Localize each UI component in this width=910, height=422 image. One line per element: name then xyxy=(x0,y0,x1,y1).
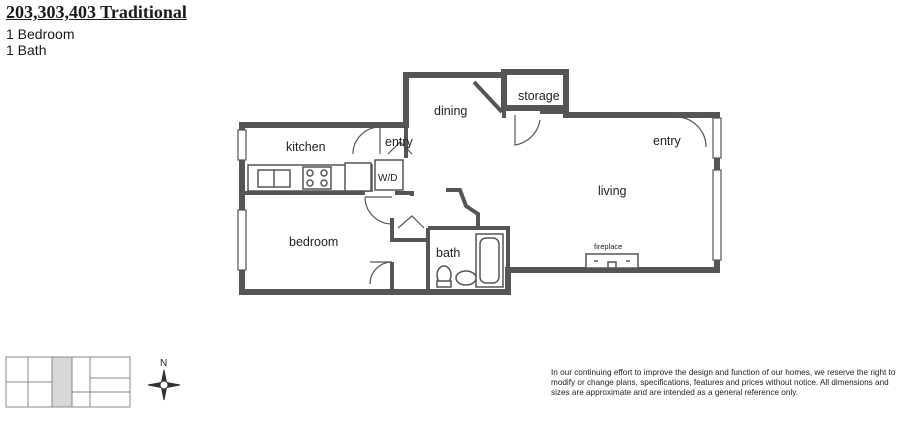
bath-sink xyxy=(455,270,477,286)
stove xyxy=(302,166,332,190)
interior-walls xyxy=(242,80,566,292)
room-label-bath: bath xyxy=(436,246,460,260)
room-label-kitchen: kitchen xyxy=(286,140,326,154)
room-label-bedroom: bedroom xyxy=(289,235,338,249)
room-label-fireplace: fireplace xyxy=(594,242,622,251)
compass-rose: N xyxy=(147,358,181,401)
door-swings xyxy=(352,115,707,285)
fireplace xyxy=(585,253,639,269)
room-label-entry-left: entry xyxy=(385,135,414,149)
room-label-entry-right: entry xyxy=(653,134,682,148)
kitchen-counter xyxy=(247,159,404,192)
disclaimer-text: In our continuing effort to improve the … xyxy=(551,368,896,397)
bath-count: 1 Bath xyxy=(6,42,47,58)
room-label-dining: dining xyxy=(434,104,467,118)
room-label-storage: storage xyxy=(518,89,560,103)
bath-fixtures xyxy=(436,233,504,288)
room-label-wd: W/D xyxy=(378,173,397,184)
room-label-living: living xyxy=(598,184,627,198)
windows xyxy=(237,117,722,271)
exterior-walls xyxy=(239,69,720,295)
plan-title: 203,303,403 Traditional xyxy=(6,2,187,22)
key-plan-thumbnail xyxy=(5,356,131,408)
refrigerator xyxy=(344,162,372,192)
washer-dryer xyxy=(374,159,404,191)
bedroom-count: 1 Bedroom xyxy=(6,26,75,42)
compass-north-label: N xyxy=(160,358,167,369)
